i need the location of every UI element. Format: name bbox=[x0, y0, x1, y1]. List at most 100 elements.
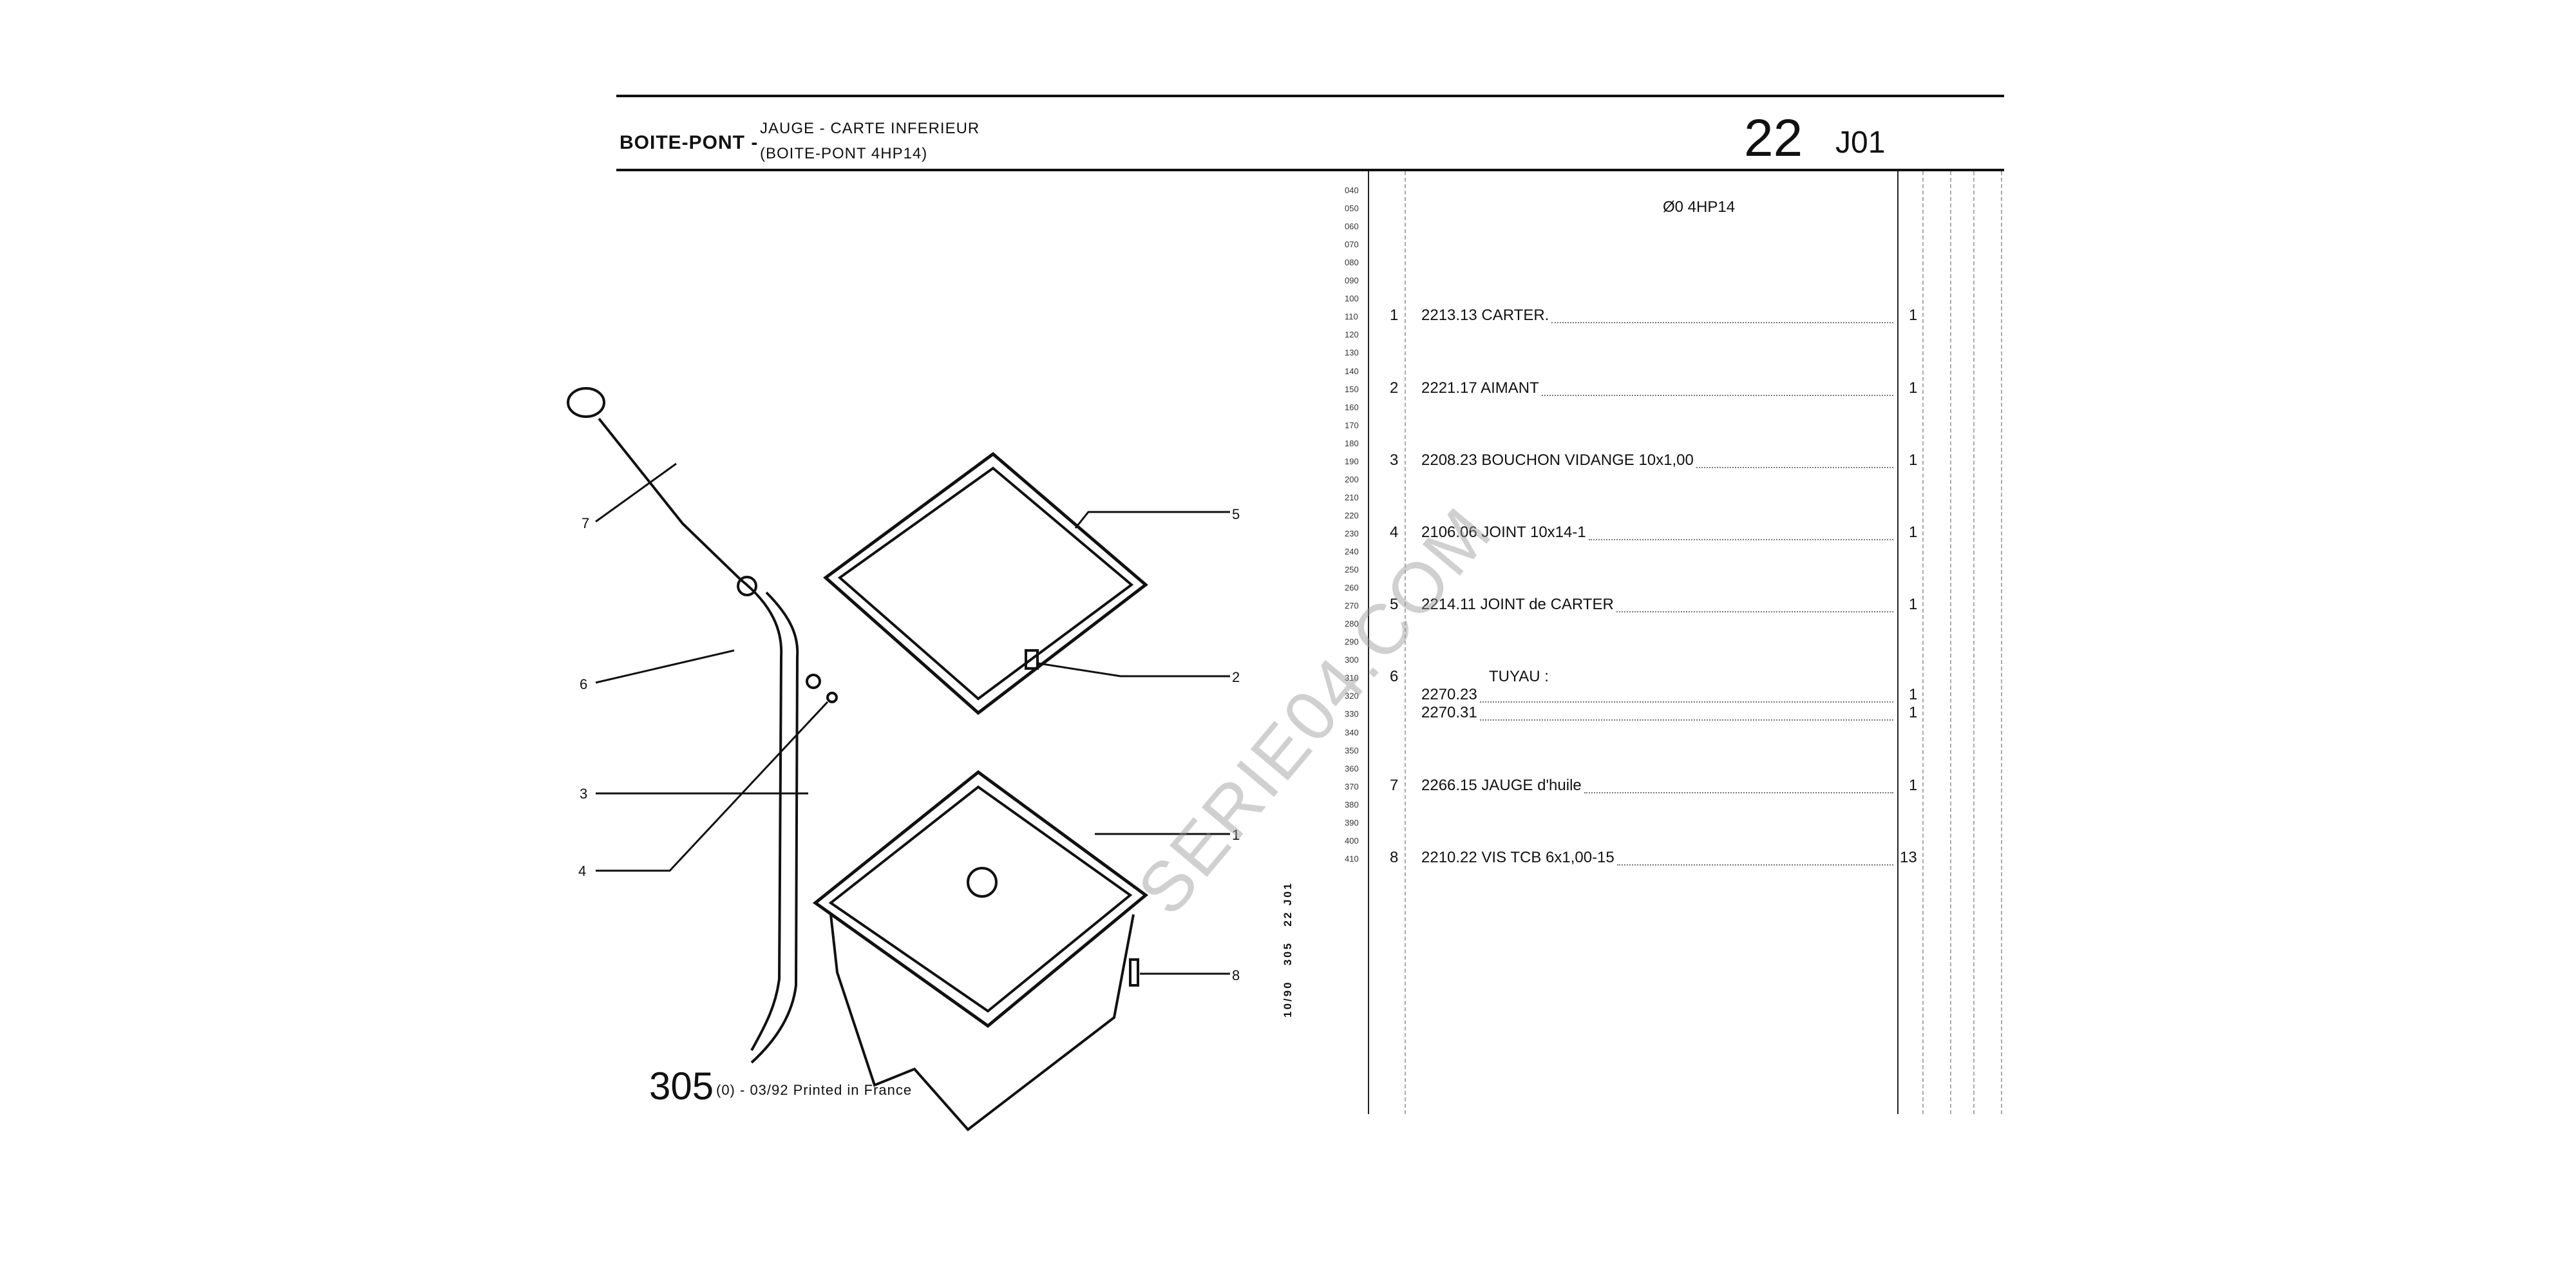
page-title-line1: JAUGE - CARTE INFERIEUR bbox=[760, 120, 980, 137]
small-parts bbox=[806, 649, 1139, 987]
part-description: 2270.31 bbox=[1421, 704, 1477, 722]
line-number: 120 bbox=[1345, 330, 1359, 340]
line-number: 060 bbox=[1345, 222, 1359, 232]
group-number: 22 bbox=[1744, 109, 1803, 167]
line-number: 280 bbox=[1345, 619, 1359, 629]
line-number: 390 bbox=[1345, 817, 1359, 828]
line-number: 100 bbox=[1345, 294, 1359, 304]
item-number: 3 bbox=[1390, 451, 1399, 469]
callout-6: 6 bbox=[580, 676, 588, 692]
footer-edition: (0) - 03/92 Printed in France bbox=[716, 1082, 913, 1098]
top-rule bbox=[616, 95, 2004, 97]
item-number: 1 bbox=[1390, 307, 1399, 325]
line-number: 380 bbox=[1345, 799, 1359, 810]
line-number: 240 bbox=[1345, 547, 1359, 556]
line-number: 340 bbox=[1345, 727, 1359, 737]
callout-4: 4 bbox=[578, 863, 587, 879]
item-number: 4 bbox=[1390, 523, 1399, 541]
item-number: 6 bbox=[1390, 668, 1399, 686]
description-column-border bbox=[1897, 171, 1899, 1114]
table-border-left bbox=[1368, 171, 1369, 1114]
line-number: 220 bbox=[1345, 510, 1359, 520]
line-number: 330 bbox=[1345, 709, 1359, 719]
part-quantity: 1 bbox=[1909, 379, 1918, 397]
line-number: 140 bbox=[1345, 366, 1359, 376]
part-description: 2208.23 BOUCHON VIDANGE 10x1,00 bbox=[1421, 451, 1694, 469]
part-quantity: 1 bbox=[1909, 704, 1918, 722]
model-label: Ø0 4HP14 bbox=[1663, 198, 1736, 216]
line-number: 300 bbox=[1345, 655, 1359, 665]
line-number: 080 bbox=[1345, 258, 1359, 268]
part-quantity: 1 bbox=[1909, 776, 1918, 794]
callout-5: 5 bbox=[1232, 506, 1240, 522]
item-number: 7 bbox=[1390, 776, 1399, 794]
line-number: 410 bbox=[1345, 853, 1359, 864]
leader-dots bbox=[1584, 791, 1893, 793]
part-description: 2210.22 VIS TCB 6x1,00-15 bbox=[1421, 848, 1615, 866]
leader-dots bbox=[1480, 701, 1893, 703]
leader-dots bbox=[1551, 322, 1893, 324]
oil-pan-gasket bbox=[823, 451, 1148, 715]
line-number: 170 bbox=[1345, 420, 1359, 430]
item-number: 5 bbox=[1390, 596, 1399, 614]
item-column-divider bbox=[1405, 171, 1406, 1114]
part-quantity: 1 bbox=[1909, 596, 1918, 614]
part-quantity: 1 bbox=[1909, 686, 1918, 704]
line-number: 400 bbox=[1345, 835, 1359, 846]
callout-8: 8 bbox=[1232, 967, 1240, 983]
line-number: 180 bbox=[1345, 438, 1359, 448]
qty-column-divider bbox=[1922, 171, 1924, 1114]
part-description: 2214.11 JOINT de CARTER bbox=[1421, 596, 1614, 614]
line-number: 360 bbox=[1345, 763, 1359, 773]
line-number: 110 bbox=[1345, 312, 1358, 322]
part-description: 2221.17 AIMANT bbox=[1421, 379, 1539, 397]
item-number: 2 bbox=[1390, 379, 1399, 397]
part-description: 2270.23 bbox=[1421, 686, 1477, 704]
dipstick-tube bbox=[567, 387, 799, 1064]
callout-3: 3 bbox=[580, 786, 588, 802]
line-number: 150 bbox=[1345, 384, 1359, 394]
line-number: 090 bbox=[1345, 276, 1359, 286]
header-rule bbox=[616, 169, 2004, 171]
leader-dots bbox=[1480, 719, 1893, 721]
callout-7: 7 bbox=[582, 515, 590, 531]
part-quantity: 1 bbox=[1909, 307, 1918, 325]
line-number: 370 bbox=[1345, 781, 1359, 791]
section-title: BOITE-PONT - bbox=[620, 132, 759, 153]
column-divider bbox=[1973, 171, 1975, 1114]
callout-2: 2 bbox=[1232, 669, 1240, 685]
leader-dots bbox=[1589, 538, 1893, 540]
callout-1: 1 bbox=[1232, 827, 1240, 843]
item-number: 8 bbox=[1390, 848, 1399, 866]
leader-lines bbox=[595, 462, 1230, 975]
vertical-reference: 10/90 305 22 J01 bbox=[1282, 881, 1294, 1018]
part-description: TUYAU : bbox=[1489, 668, 1549, 686]
line-number: 200 bbox=[1345, 474, 1359, 484]
line-number: 210 bbox=[1345, 492, 1359, 502]
line-number: 270 bbox=[1345, 601, 1359, 611]
oil-pan bbox=[812, 770, 1149, 1132]
part-description: 2106.06 JOINT 10x14-1 bbox=[1421, 523, 1586, 541]
leader-dots bbox=[1696, 466, 1893, 468]
line-number: 350 bbox=[1345, 745, 1359, 755]
leader-dots bbox=[1616, 611, 1893, 613]
line-number: 320 bbox=[1345, 691, 1359, 701]
leader-dots bbox=[1617, 864, 1893, 866]
line-number: 050 bbox=[1345, 204, 1359, 214]
line-number: 070 bbox=[1345, 240, 1359, 250]
part-quantity: 13 bbox=[1900, 848, 1917, 866]
column-divider bbox=[2001, 171, 2002, 1114]
line-number: 230 bbox=[1345, 528, 1359, 538]
line-number: 250 bbox=[1345, 565, 1359, 575]
line-number: 290 bbox=[1345, 637, 1359, 647]
part-quantity: 1 bbox=[1909, 451, 1918, 469]
line-number: 130 bbox=[1345, 348, 1359, 358]
line-number: 260 bbox=[1345, 583, 1359, 593]
page-title-line2: (BOITE-PONT 4HP14) bbox=[760, 145, 928, 162]
part-description: 2213.13 CARTER. bbox=[1421, 307, 1549, 325]
line-number: 160 bbox=[1345, 402, 1359, 412]
leader-dots bbox=[1542, 394, 1893, 396]
column-divider bbox=[1950, 171, 1951, 1114]
page-code: J01 bbox=[1835, 126, 1886, 160]
